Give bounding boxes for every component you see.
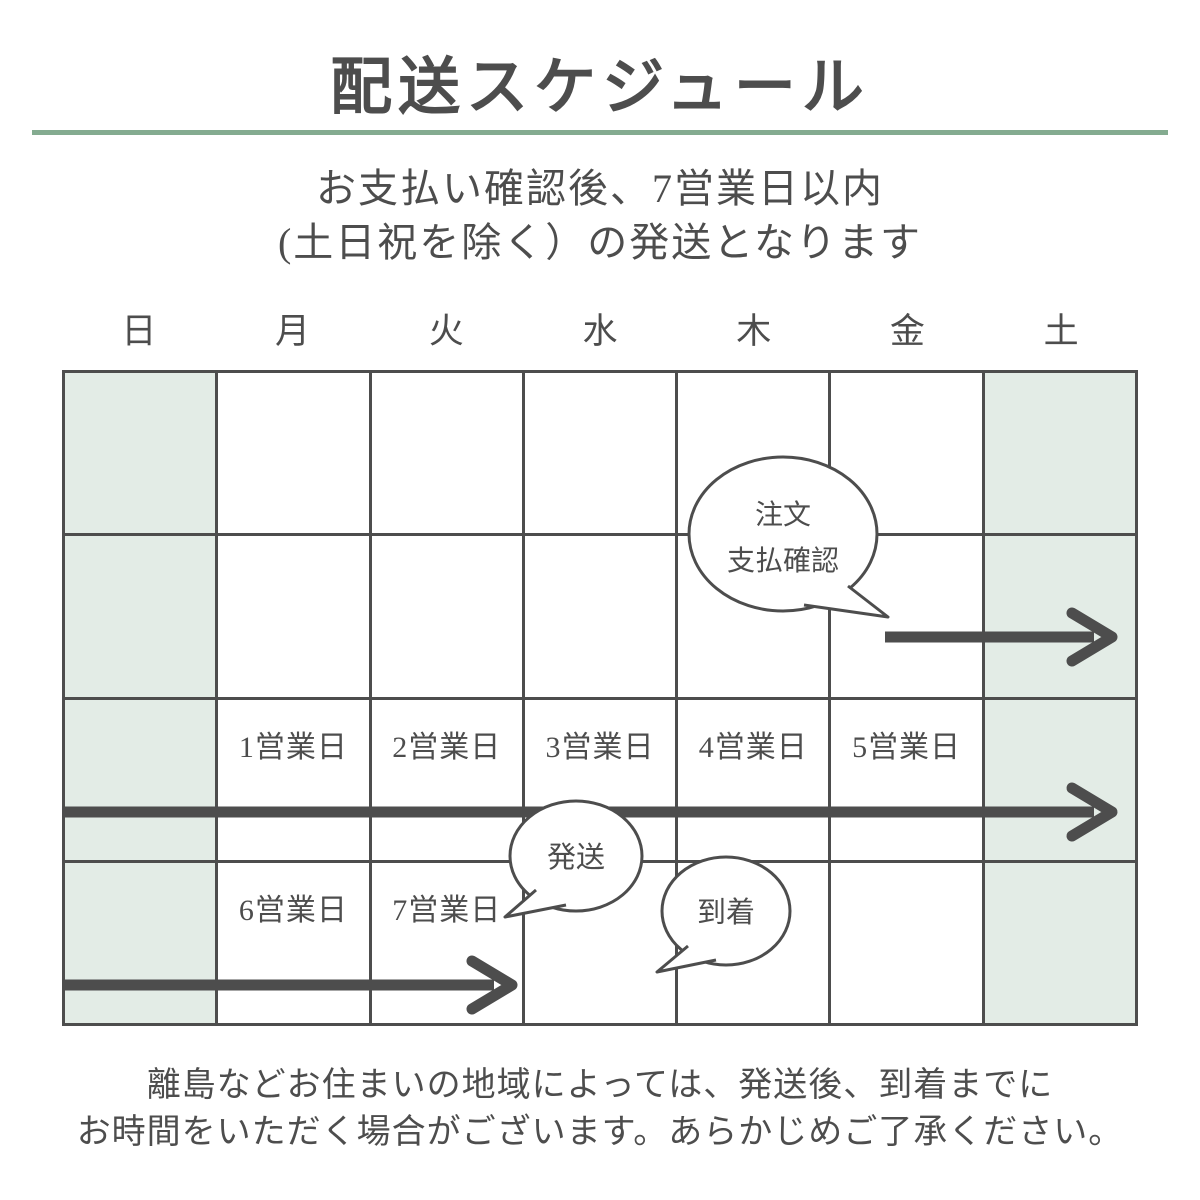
calendar-cell-business-day-2: 2営業日 (371, 699, 522, 860)
calendar-cell (218, 536, 369, 697)
calendar-cell (524, 536, 676, 697)
calendar-cell-business-day-6: 6営業日 (218, 862, 369, 1023)
calendar-cell (831, 862, 982, 1023)
subtitle-line-2: (土日祝を除く）の発送となります (277, 220, 923, 265)
calendar-cell (678, 373, 829, 534)
calendar-cell (65, 862, 216, 1023)
business-day-label: 3営業日 (545, 730, 655, 764)
calendar-cell (218, 373, 369, 534)
calendar-grid: 1営業日 2営業日 3営業日 4営業日 5営業日 6営業日 7営業日 (62, 370, 1138, 1026)
calendar-cell (984, 373, 1135, 534)
calendar-cell (371, 373, 522, 534)
calendar-cell (524, 862, 676, 1023)
business-day-label: 2営業日 (392, 730, 502, 764)
calendar-cell (984, 862, 1135, 1023)
footer-line-2: お時間をいただく場合がございます。あらかじめご了承ください。 (76, 1114, 1124, 1151)
calendar-cell (984, 536, 1135, 697)
calendar-cell-business-day-5: 5営業日 (831, 699, 982, 860)
calendar-cell-business-day-7: 7営業日 (371, 862, 522, 1023)
day-header-saturday: 土 (1043, 312, 1079, 351)
calendar-cell (831, 536, 982, 697)
subtitle-line-1: お支払い確認後、7営業日以内 (316, 166, 884, 211)
day-header-row: 日 月 火 水 木 金 土 (62, 303, 1138, 353)
day-header-wednesday: 水 (582, 312, 618, 351)
calendar-cell (678, 536, 829, 697)
business-day-label: 4営業日 (698, 730, 808, 764)
day-header-sunday: 日 (121, 312, 157, 351)
business-day-label: 7営業日 (392, 893, 502, 927)
calendar-cell-business-day-4: 4営業日 (678, 699, 829, 860)
calendar-cell (524, 373, 676, 534)
subtitle: お支払い確認後、7営業日以内 (土日祝を除く）の発送となります (0, 162, 1200, 270)
calendar-cell (371, 536, 522, 697)
calendar-cell (984, 699, 1135, 860)
calendar-cell (831, 373, 982, 534)
calendar-cell (65, 699, 216, 860)
calendar-cell-business-day-1: 1営業日 (218, 699, 369, 860)
business-day-label: 6営業日 (238, 893, 348, 927)
day-header-tuesday: 火 (428, 312, 464, 351)
calendar-cell (678, 862, 829, 1023)
calendar-cell (65, 536, 216, 697)
title-divider (32, 130, 1168, 135)
business-day-label: 5営業日 (852, 730, 962, 764)
day-header-monday: 月 (275, 312, 311, 351)
page-title: 配送スケジュール (330, 54, 870, 122)
calendar-cell (65, 373, 216, 534)
day-header-friday: 金 (889, 312, 925, 351)
day-header-thursday: 木 (736, 312, 772, 351)
footer-note: 離島などお住まいの地域によっては、発送後、到着までに お時間をいただく場合がござ… (0, 1062, 1200, 1156)
calendar-cell-business-day-3: 3営業日 (524, 699, 676, 860)
footer-line-1: 離島などお住まいの地域によっては、発送後、到着までに (146, 1067, 1054, 1104)
business-day-label: 1営業日 (238, 730, 348, 764)
